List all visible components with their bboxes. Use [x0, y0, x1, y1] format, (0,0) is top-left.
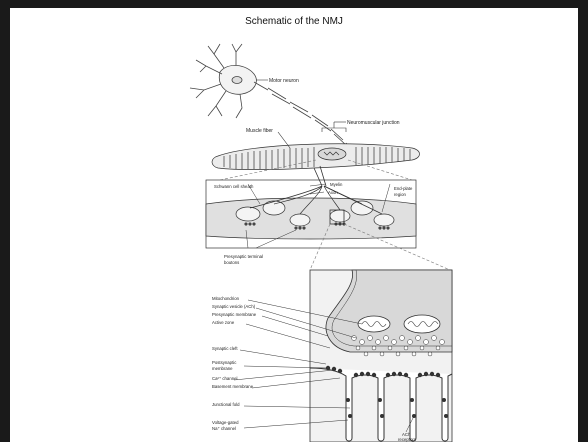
label-presynaptic-terminal-1: Presynaptic terminal [224, 254, 263, 259]
label-ca-channel: Ca²⁺ channel [212, 376, 237, 381]
label-synaptic-vesicle: Synaptic vesicle (ACh) [212, 304, 256, 309]
label-presynaptic-terminal-2: boutons [224, 260, 239, 265]
motor-neuron [190, 44, 356, 156]
end-plate-panel [206, 166, 416, 248]
label-basement-membrane: Basement membrane [212, 384, 254, 389]
label-motor-neuron: Motor neuron [269, 78, 299, 84]
label-schwann-cell-sheath: Schwann cell sheath [214, 184, 254, 189]
muscle-fiber [212, 122, 420, 170]
label-axon: Axon [328, 190, 338, 195]
label-ach-receptors-2: receptors [398, 437, 416, 442]
label-neuromuscular-junction: Neuromuscular junction [347, 120, 400, 126]
label-synaptic-cleft: Synaptic cleft [212, 346, 238, 351]
slide: Schematic of the NMJ [10, 8, 578, 442]
label-postsynaptic-membrane-2: membrane [212, 366, 233, 371]
label-voltage-gated-2: Na⁺ channel [212, 426, 236, 431]
label-active-zone: Active zone [212, 320, 235, 325]
label-postsynaptic-membrane-1: Postsynaptic [212, 360, 237, 365]
nmj-diagram: Motor neuron Neuromuscular junction Musc… [10, 8, 578, 442]
label-voltage-gated-1: Voltage-gated [212, 420, 239, 425]
label-end-plate-1: End-plate [394, 186, 413, 191]
label-muscle-fiber: Muscle fiber [246, 128, 273, 134]
label-end-plate-2: region [394, 192, 407, 197]
label-presynaptic-membrane: Presynaptic membrane [212, 312, 257, 317]
synapse-detail [310, 270, 452, 442]
label-mitochondrion: Mitochondrion [212, 296, 240, 301]
label-myelin: Myelin [330, 182, 343, 187]
label-junctional-fold: Junctional fold [212, 402, 240, 407]
